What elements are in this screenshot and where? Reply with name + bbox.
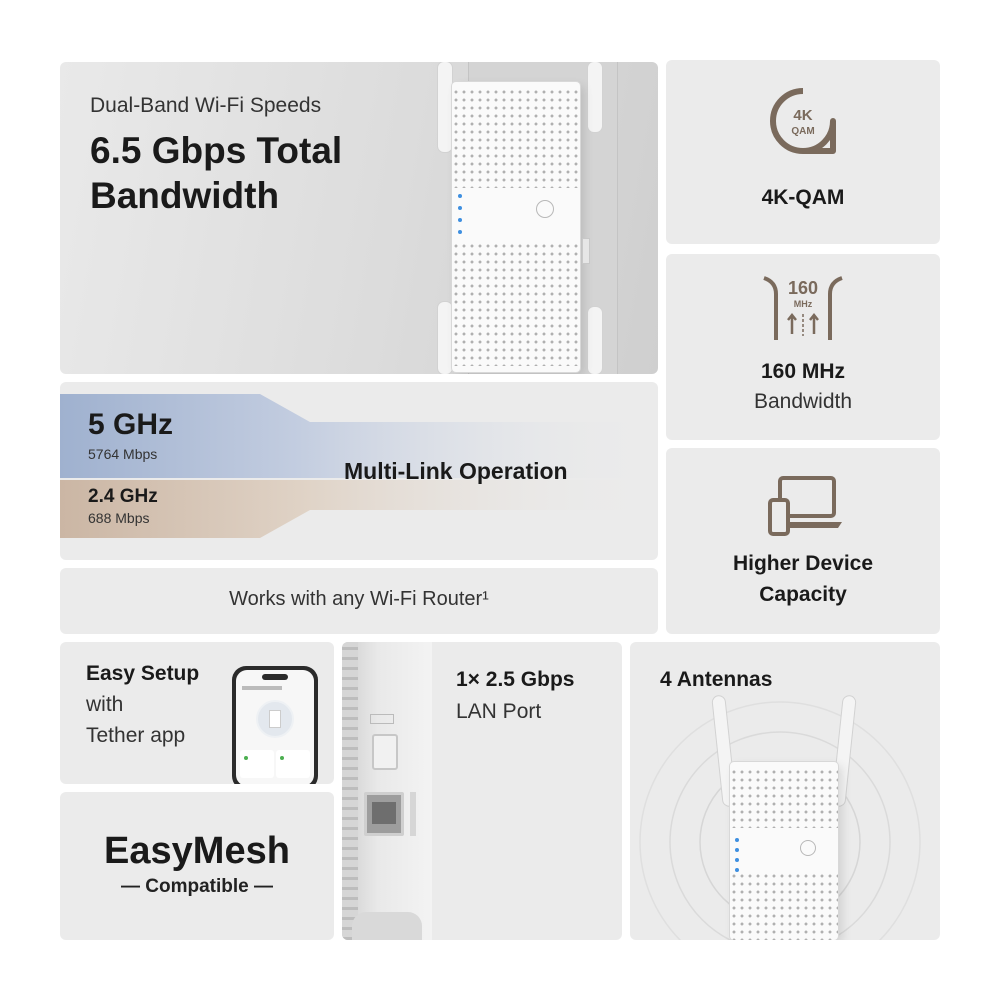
band-5ghz-name: 5 GHz xyxy=(88,408,174,441)
phone-image xyxy=(232,666,318,784)
ethernet-port-inner xyxy=(372,802,396,824)
antennas-tile: 4 Antennas xyxy=(630,642,940,940)
tp-link-logo-icon xyxy=(536,200,554,218)
vent-pattern-bottom xyxy=(730,872,838,940)
hero-headline-line2: Bandwidth xyxy=(90,175,280,216)
phone-notch-icon xyxy=(262,674,288,680)
antenna-left-top xyxy=(438,62,452,152)
qam-badge-bottom: QAM xyxy=(791,126,814,137)
mhz-badge-bottom: MHz xyxy=(794,299,813,309)
tp-link-logo-icon xyxy=(800,840,816,856)
setup-line1: Easy Setup xyxy=(86,662,200,685)
lan-line1: 1× 2.5 Gbps xyxy=(456,668,575,691)
capacity-label-line1: Higher Device xyxy=(732,552,874,575)
port-label-strip xyxy=(410,792,416,836)
easymesh-title: EasyMesh xyxy=(104,830,290,872)
easymesh-tile: EasyMesh — Compatible — xyxy=(60,792,334,940)
device-base xyxy=(352,912,422,940)
vent-pattern-top xyxy=(452,88,580,188)
side-button xyxy=(582,238,590,264)
hero-headline-line1: 6.5 Gbps Total xyxy=(90,130,343,171)
wifi-extender-image xyxy=(452,82,580,372)
antenna-left-bottom xyxy=(438,302,452,374)
setup-tile: Easy Setup with Tether app xyxy=(60,642,334,784)
hero-tile: Dual-Band Wi-Fi Speeds 6.5 Gbps Total Ba… xyxy=(60,62,658,374)
hero-subtitle: Dual-Band Wi-Fi Speeds xyxy=(90,94,322,117)
app-status-dot-icon xyxy=(280,756,284,760)
160mhz-icon: 160 MHz xyxy=(763,276,843,340)
router-compat-tile: Works with any Wi-Fi Router¹ xyxy=(60,568,658,634)
status-led-icon xyxy=(458,230,462,234)
phone-screen xyxy=(236,670,314,784)
status-led-icon xyxy=(458,194,462,198)
devices-icon xyxy=(768,476,842,536)
status-led-icon xyxy=(735,858,739,862)
status-led-icon xyxy=(735,848,739,852)
app-card-right xyxy=(276,750,310,778)
app-card-left xyxy=(240,750,274,778)
device-edge-ridge xyxy=(342,642,358,940)
button-label-icon xyxy=(370,714,394,724)
bandwidth-tile: 160 MHz 160 MHz Bandwidth xyxy=(666,254,940,440)
4k-qam-icon: 4K QAM xyxy=(770,88,836,154)
status-led-icon xyxy=(735,838,739,842)
vent-pattern-top xyxy=(730,768,838,828)
status-led-icon xyxy=(458,218,462,222)
mhz-badge-top: 160 xyxy=(788,278,818,298)
reset-button-icon xyxy=(372,734,398,770)
capacity-tile: Higher Device Capacity xyxy=(666,448,940,634)
antenna-right-bottom xyxy=(588,307,602,374)
vent-pattern-bottom xyxy=(452,242,580,366)
router-compat-label: Works with any Wi-Fi Router¹ xyxy=(229,588,489,610)
app-header-bar xyxy=(242,686,282,690)
multilink-title: Multi-Link Operation xyxy=(344,458,568,484)
easymesh-subtitle: — Compatible — xyxy=(120,876,273,897)
hero-headline: 6.5 Gbps Total Bandwidth xyxy=(90,128,410,218)
multilink-tile: 5 GHz 5764 Mbps 2.4 GHz 688 Mbps Multi-L… xyxy=(60,382,658,560)
qam-tile: 4K QAM 4K-QAM xyxy=(666,60,940,244)
antennas-label: 4 Antennas xyxy=(660,668,773,691)
band-flow-graphic xyxy=(60,394,658,538)
band-24ghz-name: 2.4 GHz xyxy=(88,486,158,507)
setup-line3: Tether app xyxy=(86,724,186,747)
capacity-label-line2: Capacity xyxy=(759,583,847,606)
lan-port-tile: 1× 2.5 Gbps LAN Port xyxy=(342,642,622,940)
app-device-icon xyxy=(269,710,281,728)
band-24ghz-speed: 688 Mbps xyxy=(88,510,150,526)
setup-line2: with xyxy=(86,693,124,716)
qam-badge-top: 4K xyxy=(793,107,812,124)
antenna-right-top xyxy=(588,62,602,132)
wifi-extender-front-image xyxy=(730,762,838,940)
band-5ghz-speed: 5764 Mbps xyxy=(88,446,158,462)
lan-line2: LAN Port xyxy=(456,700,542,723)
status-led-icon xyxy=(458,206,462,210)
mhz-label-regular: Bandwidth xyxy=(753,390,853,413)
status-led-icon xyxy=(735,868,739,872)
mhz-label-bold: 160 MHz xyxy=(760,360,846,383)
qam-label: 4K-QAM xyxy=(761,186,845,209)
app-status-dot-icon xyxy=(244,756,248,760)
